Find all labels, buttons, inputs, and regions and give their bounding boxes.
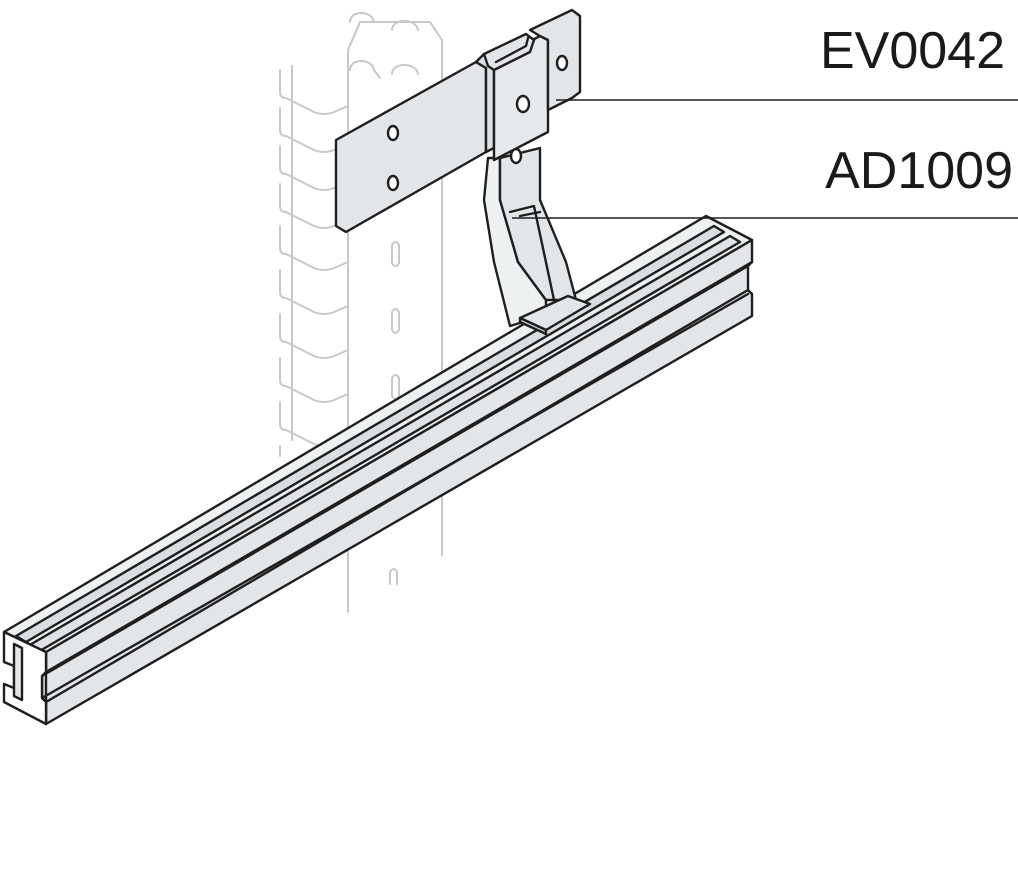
bracket-ev0042	[334, 8, 582, 234]
callout-leaders	[512, 99, 1018, 219]
profile-slot-holes	[389, 241, 400, 585]
bracket-plate	[334, 60, 488, 234]
rail-front-face	[40, 238, 754, 726]
support-arm-ad1009	[482, 146, 592, 336]
bracket-tab	[528, 8, 582, 112]
horizontal-rail	[2, 214, 754, 726]
part-label-ev0042: EV0042	[820, 22, 1005, 80]
rail-groove	[14, 224, 726, 644]
profile-comb-teeth	[279, 65, 349, 457]
part-label-ad1009: AD1009	[825, 142, 1013, 200]
bracket-holes	[386, 54, 569, 192]
